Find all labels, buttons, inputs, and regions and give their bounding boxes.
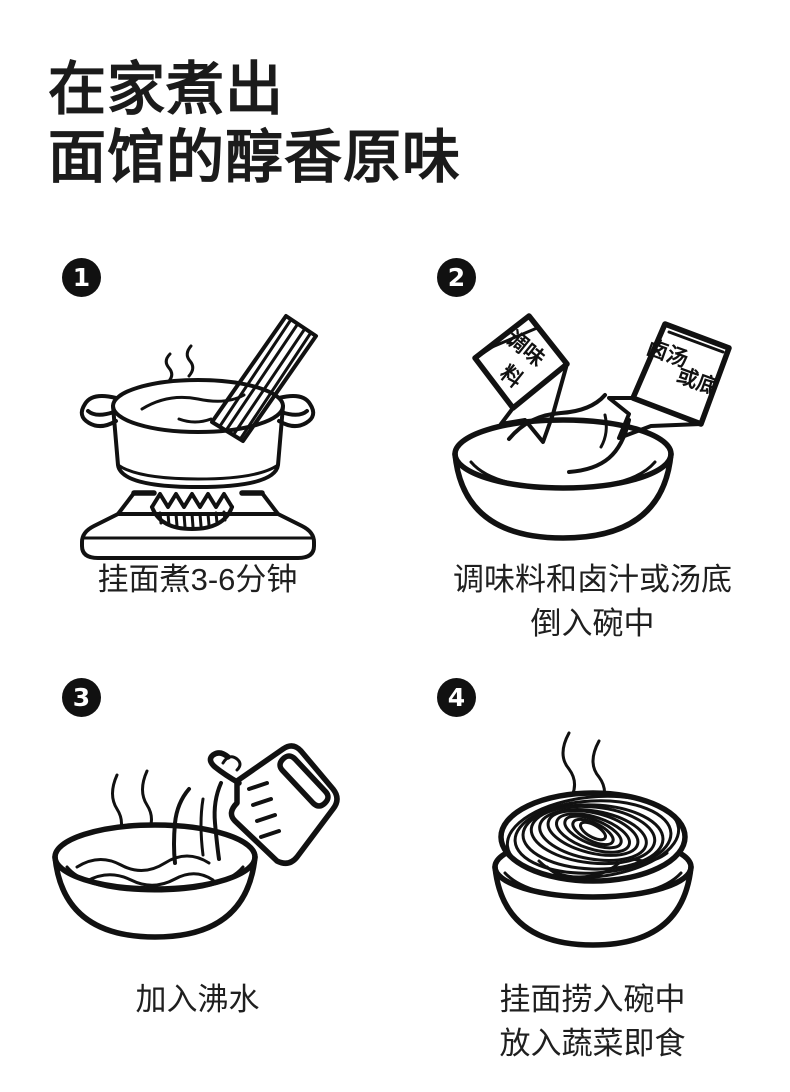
- page-title: 在家煮出 面馆的醇香原味: [48, 56, 748, 192]
- step-4-caption-line-2: 放入蔬菜即食: [499, 1026, 686, 1061]
- step-1: 1: [0, 240, 395, 660]
- step-3-caption-line-1: 加入沸水: [135, 982, 260, 1017]
- step-2-caption-line-2: 倒入碗中: [530, 606, 655, 641]
- step-1-caption: 挂面煮3-6分钟: [0, 558, 395, 602]
- page-title-line-2: 面馆的醇香原味: [48, 125, 462, 190]
- step-number-badge-1: 1: [62, 258, 101, 297]
- step-2: 2 调味 料: [395, 240, 790, 660]
- step-2-caption-line-1: 调味料和卤汁或汤底: [453, 562, 732, 597]
- step-2-caption: 调味料和卤汁或汤底 倒入碗中: [395, 558, 790, 646]
- step-number-badge-3: 3: [62, 678, 101, 717]
- step-3-caption: 加入沸水: [0, 978, 395, 1022]
- kettle-pouring-into-bowl-icon: [51, 743, 340, 940]
- step-1-caption-line-1: 挂面煮3-6分钟: [97, 562, 298, 597]
- step-3-illustration: [0, 722, 395, 972]
- steps-grid: 1: [0, 240, 790, 1080]
- step-4: 4: [395, 660, 790, 1080]
- step-4-illustration: [395, 722, 790, 972]
- step-4-caption-line-1: 挂面捞入碗中: [499, 982, 686, 1017]
- step-3: 3: [0, 660, 395, 1080]
- pot-on-stove-icon: [79, 314, 318, 560]
- bowl-with-seasoning-packets-icon: 调味 料 卤汤 或底: [451, 313, 732, 541]
- seasoning-packet: 调味 料: [471, 313, 570, 444]
- step-4-caption: 挂面捞入碗中 放入蔬菜即食: [395, 978, 790, 1066]
- step-number-badge-4: 4: [437, 678, 476, 717]
- noodle-bundle: [209, 314, 318, 443]
- kettle: [207, 743, 340, 866]
- page-title-line-1: 在家煮出: [48, 57, 285, 122]
- bowl-of-noodles-icon: [491, 731, 694, 948]
- step-1-illustration: [0, 302, 395, 560]
- step-2-illustration: 调味 料 卤汤 或底: [395, 302, 790, 552]
- step-number-badge-2: 2: [437, 258, 476, 297]
- noodle-nest: [497, 790, 688, 884]
- burner-slats: [158, 510, 226, 529]
- broth-packet: 卤汤 或底: [606, 321, 732, 440]
